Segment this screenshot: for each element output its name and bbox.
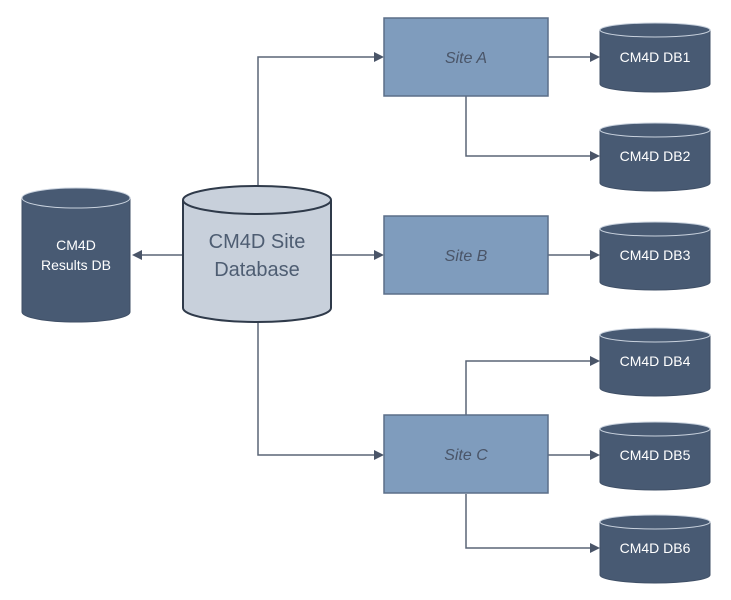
results-db-cylinder[interactable]: CM4D Results DB (21, 187, 131, 323)
site-b-label: Site B (445, 248, 488, 265)
db1-label: CM4D DB1 (620, 49, 691, 65)
db5-label: CM4D DB5 (620, 447, 691, 463)
connectors (132, 52, 600, 553)
connector-center-site-c (257, 322, 376, 456)
site-database-label-line2: Database (214, 259, 300, 281)
site-a-label: Site A (445, 50, 487, 67)
db3-label: CM4D DB3 (620, 247, 691, 263)
db2-cylinder[interactable]: CM4D DB2 (599, 122, 711, 192)
db3-cylinder[interactable]: CM4D DB3 (599, 221, 711, 291)
arrowhead-db2 (590, 151, 600, 161)
arrowhead-db1 (590, 52, 600, 62)
site-c-label: Site C (444, 447, 488, 464)
arrowhead-db4 (590, 356, 600, 366)
arrowhead-site-c (374, 450, 384, 460)
db6-cylinder[interactable]: CM4D DB6 (599, 514, 711, 584)
connector-site-a-db2 (465, 96, 592, 157)
db1-cylinder[interactable]: CM4D DB1 (599, 22, 711, 93)
arrowhead-db3 (590, 250, 600, 260)
site-c-box[interactable]: Site C (383, 414, 549, 494)
site-database-label-line1: CM4D Site (209, 231, 306, 253)
arrowhead-site-b (374, 250, 384, 260)
site-database-cylinder[interactable]: CM4D Site Database (182, 185, 332, 323)
db5-cylinder[interactable]: CM4D DB5 (599, 421, 711, 491)
connector-site-c-db6 (465, 494, 592, 549)
site-b-box[interactable]: Site B (383, 215, 549, 295)
site-a-box[interactable]: Site A (383, 17, 549, 97)
arrowhead-db5 (590, 450, 600, 460)
db2-label: CM4D DB2 (620, 148, 691, 164)
db4-cylinder[interactable]: CM4D DB4 (599, 327, 711, 397)
arrowhead-site-a (374, 52, 384, 62)
connector-site-c-db4 (465, 360, 592, 415)
results-db-label-line1: CM4D (56, 237, 96, 253)
arrowhead-db6 (590, 543, 600, 553)
db6-label: CM4D DB6 (620, 540, 691, 556)
connector-center-site-a (257, 56, 376, 188)
arrowhead-results (132, 250, 142, 260)
results-db-label-line2: Results DB (41, 257, 111, 273)
db4-label: CM4D DB4 (620, 353, 691, 369)
